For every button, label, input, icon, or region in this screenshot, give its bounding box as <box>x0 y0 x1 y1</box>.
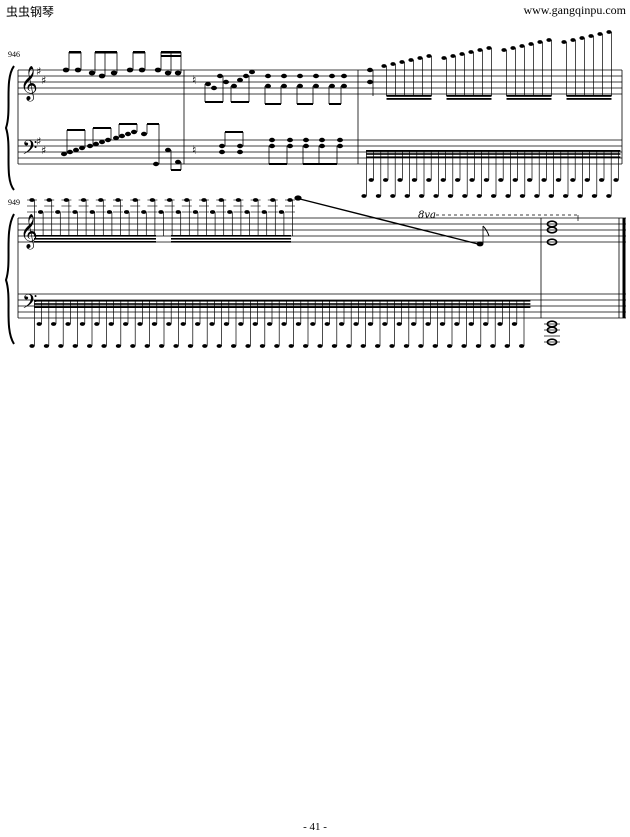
grand-staff-brace-2 <box>4 213 15 345</box>
natural-sign: ♮ <box>192 73 196 87</box>
bass-clef-icon: 𝄢 <box>22 136 37 164</box>
bass-staff-2 <box>18 293 626 319</box>
barlines-system-1 <box>17 70 623 164</box>
notes-m949-bass <box>29 300 531 348</box>
notes-m947-bass <box>219 131 343 165</box>
page-number: - 41 - <box>303 821 327 833</box>
svg-text:♯: ♯ <box>41 74 46 87</box>
treble-clef-icon: 𝄞 <box>20 66 38 102</box>
key-signature-sharps-bass: ♯ <box>36 135 41 148</box>
notes-m948-bass <box>361 150 621 198</box>
barlines-system-2 <box>17 218 626 318</box>
svg-text:♯: ♯ <box>41 144 46 157</box>
bass-staff-1 <box>18 139 622 165</box>
measure-number-946: 946 <box>8 50 20 59</box>
measure-number-949: 949 <box>8 198 20 207</box>
system-1: 946 𝄞 𝄢 ♯ ♯ ♯ ♯ ♮ ♮ <box>4 30 623 198</box>
notes-m948-treble <box>367 30 612 100</box>
site-name-header: 虫虫钢琴 <box>6 5 55 19</box>
bass-clef-icon-2: 𝄢 <box>22 290 37 318</box>
site-url-header: www.gangqinpu.com <box>523 3 626 17</box>
notes-m946-bass <box>61 123 182 171</box>
treble-staff-1 <box>18 69 622 95</box>
notes-m946-treble <box>62 51 182 79</box>
notes-m949-treble <box>27 198 295 243</box>
final-chord-bass <box>544 320 560 346</box>
glissando-line <box>295 197 479 245</box>
final-chord-treble <box>546 220 558 246</box>
system-2: 949 𝄞 𝄢 8va <box>4 195 626 348</box>
natural-sign-bass: ♮ <box>192 143 196 157</box>
ottava-mark: 8va <box>418 210 436 221</box>
notes-m947-treble <box>204 69 347 105</box>
key-signature-sharps: ♯ <box>36 65 41 78</box>
grand-staff-brace <box>4 65 15 191</box>
treble-clef-icon-2: 𝄞 <box>20 214 38 250</box>
